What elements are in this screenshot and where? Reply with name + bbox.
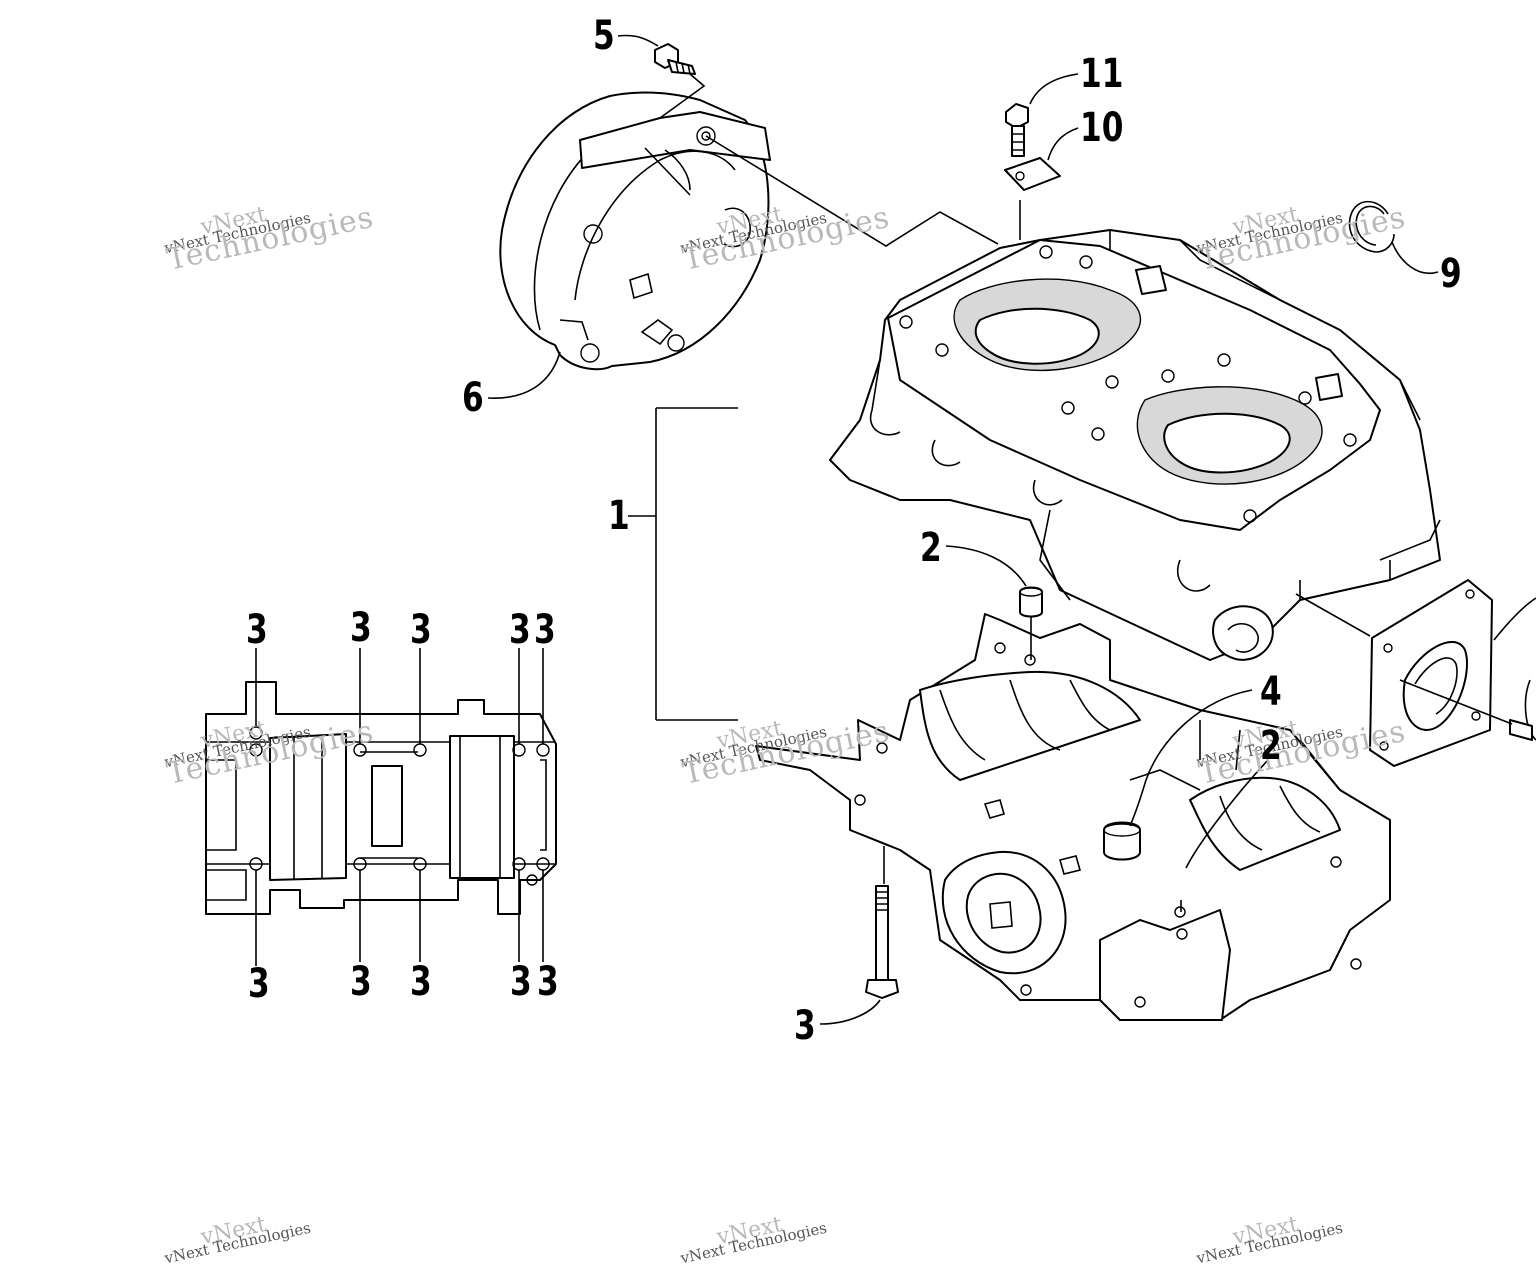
part-6-housing-cover <box>499 91 771 371</box>
callout-2: 2 <box>920 525 942 571</box>
callout-3: 3 <box>794 1003 816 1049</box>
callout-4: 4 <box>1260 669 1282 715</box>
callout-5: 5 <box>593 13 615 59</box>
detail-callout-3: 3 <box>534 607 556 653</box>
leader-lines <box>255 34 1513 1025</box>
crankcase-bottom-detail <box>205 681 557 915</box>
callout-6: 6 <box>462 375 484 421</box>
callout-9: 9 <box>1440 251 1462 297</box>
callout-1: 1 <box>608 493 630 539</box>
upper-crankcase <box>829 229 1441 661</box>
detail-callout-3: 3 <box>410 607 432 653</box>
callout-11: 11 <box>1080 51 1124 97</box>
detail-callout-3: 3 <box>537 959 559 1005</box>
detail-callout-3: 3 <box>350 605 372 651</box>
part-11-bolt <box>1005 103 1029 157</box>
part-9-snap-ring <box>1348 200 1395 253</box>
part-5-screw <box>654 43 696 75</box>
callout-10: 10 <box>1080 105 1124 151</box>
detail-callout-3: 3 <box>248 961 270 1007</box>
part-3-bolt <box>865 885 899 999</box>
lower-crankcase <box>755 613 1391 1021</box>
callout-2: 2 <box>1260 723 1282 769</box>
detail-callout-3: 3 <box>246 607 268 653</box>
detail-callout-3: 3 <box>509 607 531 653</box>
part-10-clip <box>1004 157 1061 191</box>
detail-callout-3: 3 <box>350 959 372 1005</box>
flange-gasket <box>1369 579 1536 767</box>
detail-callout-3: 3 <box>510 959 532 1005</box>
detail-callout-3: 3 <box>410 959 432 1005</box>
